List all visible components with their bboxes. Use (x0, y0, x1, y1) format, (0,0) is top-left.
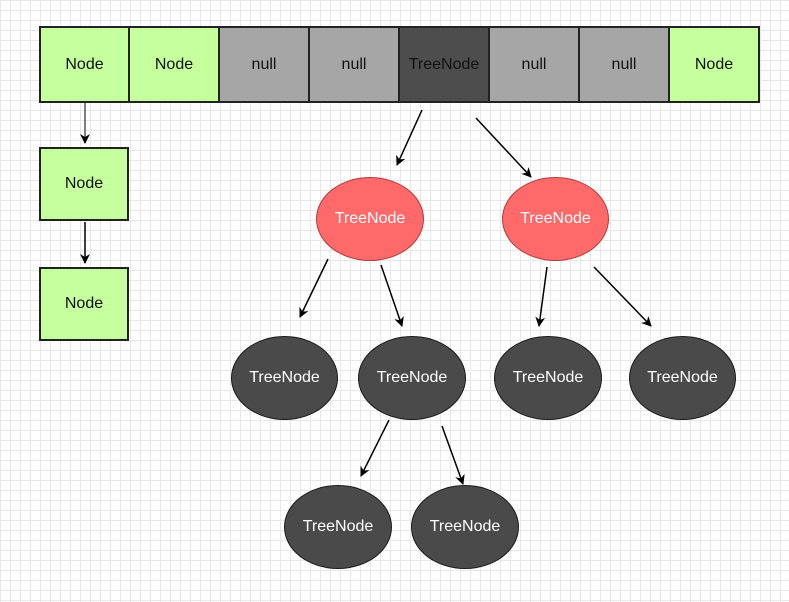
edge-redleft-to-black2 (380, 264, 404, 327)
bucket-6: null (578, 26, 670, 103)
edge-redright-to-black4 (593, 266, 652, 327)
edge-bucket4-to-red-right (475, 117, 532, 178)
tree-node-black-3: TreeNode (494, 336, 602, 420)
tree-node-black-1: TreeNode (231, 336, 338, 420)
edge-black2-to-black6 (441, 425, 465, 485)
bucket-7: Node (668, 26, 760, 103)
edge-black2-to-black5 (360, 419, 390, 477)
tree-node-black-5: TreeNode (284, 485, 392, 569)
edge-bucket4-to-red-left (396, 109, 423, 166)
list-node-2: Node (39, 267, 129, 341)
edge-redleft-to-black1 (299, 258, 329, 318)
bucket-0: Node (39, 26, 130, 103)
tree-node-black-4: TreeNode (629, 336, 736, 420)
bucket-5: null (488, 26, 580, 103)
bucket-1: Node (128, 26, 220, 103)
bucket-3: null (308, 26, 400, 103)
bucket-4: TreeNode (398, 26, 490, 103)
tree-node-black-2: TreeNode (358, 336, 466, 420)
tree-node-red-right: TreeNode (502, 177, 609, 261)
tree-node-black-6: TreeNode (411, 485, 519, 569)
tree-node-red-left: TreeNode (316, 177, 424, 261)
edge-redright-to-black3 (535, 266, 548, 327)
bucket-2: null (218, 26, 310, 103)
list-node-1: Node (39, 147, 129, 221)
